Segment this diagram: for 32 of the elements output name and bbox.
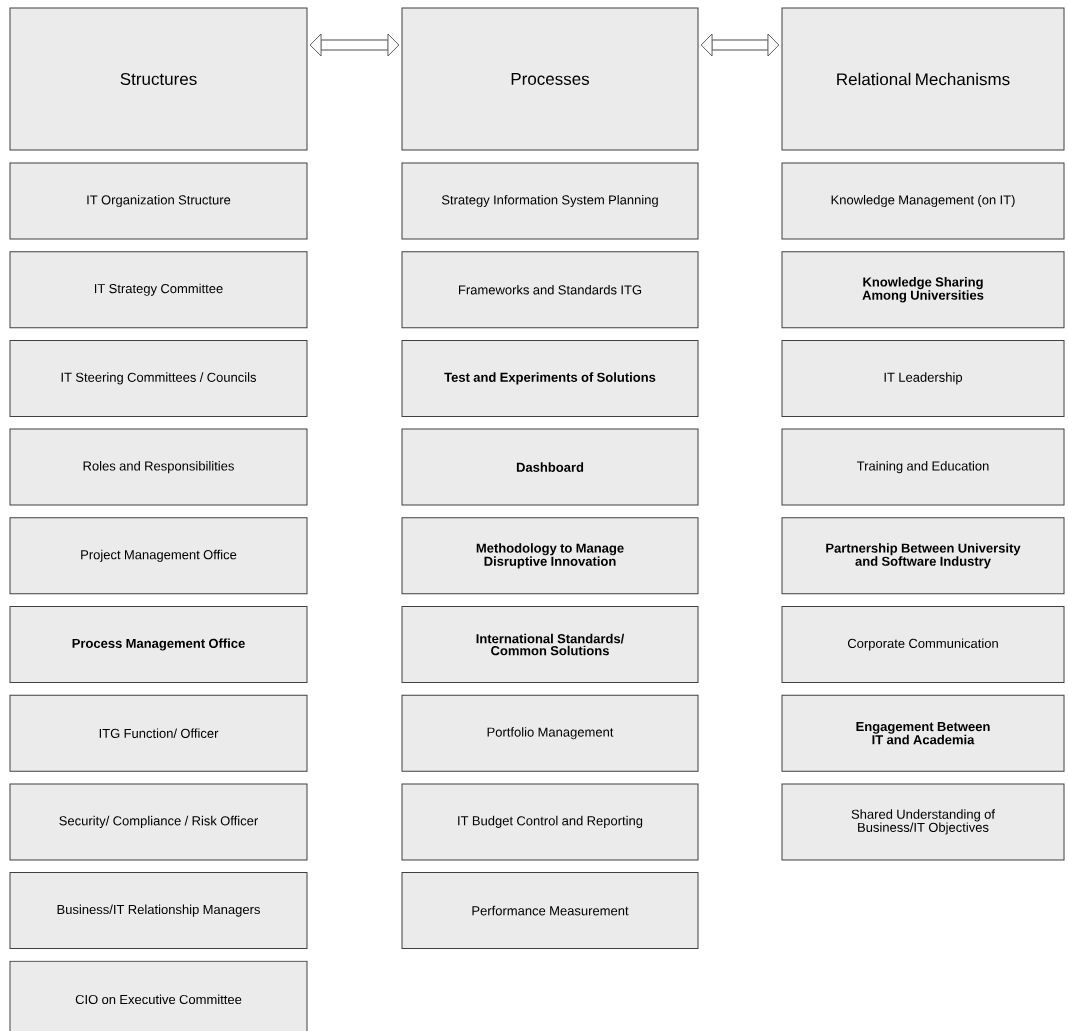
item-box: Methodology to Manage Disruptive Innovation <box>401 517 699 595</box>
item-box: Corporate Communication <box>781 606 1065 683</box>
item-box: IT Budget Control and Reporting <box>401 783 699 861</box>
item-box: Performance Measurement <box>401 872 699 950</box>
item-box: Engagement Between IT and Academia <box>781 694 1065 772</box>
item-box: Shared Understanding of Business/IT Objectives <box>781 783 1065 861</box>
item-box: Security/ Compliance / Risk Officer <box>9 783 308 861</box>
item-box: ITG Function/ Officer <box>9 694 308 772</box>
header-box: Relational Mechanisms <box>781 7 1065 151</box>
item-box: Portfolio Management <box>401 694 699 772</box>
item-box: IT Strategy Committee <box>9 251 308 329</box>
header-box: Structures <box>9 7 308 151</box>
item-box: IT Steering Committees / Councils <box>9 339 308 417</box>
item-box: International Standards/ Common Solutions <box>401 606 699 683</box>
item-box: IT Organization Structure <box>9 162 308 240</box>
item-box: Dashboard <box>401 428 699 506</box>
item-box: Test and Experiments of Solutions <box>401 339 699 417</box>
item-box: Knowledge Sharing Among Universities <box>781 251 1065 329</box>
item-box: IT Leadership <box>781 339 1065 417</box>
item-box: Roles and Responsibilities <box>9 428 308 506</box>
item-box: Process Management Office <box>9 606 308 683</box>
item-box: Project Management Office <box>9 517 308 595</box>
item-box: Knowledge Management (on IT) <box>781 162 1065 240</box>
item-box: Business/IT Relationship Managers <box>9 872 308 950</box>
item-box: Training and Education <box>781 428 1065 506</box>
item-box: Frameworks and Standards ITG <box>401 251 699 329</box>
item-box: Partnership Between University and Software Industry <box>781 517 1065 595</box>
double-arrow <box>700 33 780 57</box>
double-arrow <box>309 33 400 57</box>
header-box: Processes <box>401 7 699 151</box>
item-box: Strategy Information System Planning <box>401 162 699 240</box>
item-box: CIO on Executive Committee <box>9 960 308 1031</box>
